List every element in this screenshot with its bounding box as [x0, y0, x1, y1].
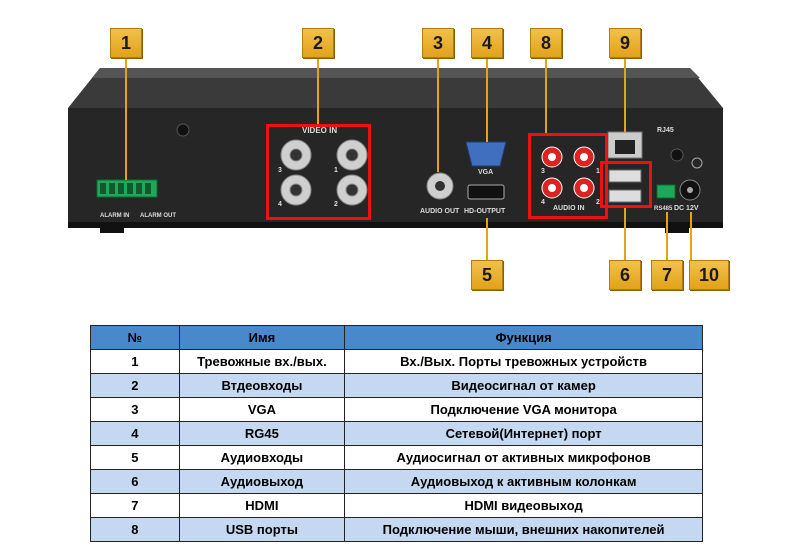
rs485-terminal — [656, 184, 676, 199]
table-row: 6 Аудиовыход Аудиовыход к активным колон… — [90, 469, 703, 494]
table-cell-name: USB порты — [178, 517, 346, 542]
vga-port — [465, 141, 507, 167]
usb-port — [608, 169, 642, 183]
table-cell-name: VGA — [178, 397, 346, 422]
callout-leader — [666, 212, 668, 260]
table-cell-name: Тревожные вх./вых. — [178, 349, 346, 374]
table-cell-number: 5 — [90, 445, 180, 470]
bnc-number-label: 4 — [278, 201, 282, 208]
rca-audio-in-connectors — [541, 146, 595, 199]
table-cell-number: 2 — [90, 373, 180, 398]
table-row: 5 Аудиовходы Аудиосигнал от активных мик… — [90, 445, 703, 470]
callout-badge: 1 — [110, 28, 142, 58]
chassis-top-highlight — [92, 68, 700, 78]
table-cell-name: Аудиовыход — [178, 469, 346, 494]
callout-badge: 4 — [471, 28, 503, 58]
rca-number-label: 4 — [541, 199, 545, 206]
table-cell-number: 3 — [90, 397, 180, 422]
video-in-label: VIDEO IN — [302, 126, 338, 135]
column-header-name: Имя — [178, 325, 346, 350]
rs485-label: RS485 — [654, 206, 673, 212]
callout-badge: 6 — [609, 260, 641, 290]
callout-leader — [486, 218, 488, 260]
dc-power-pin — [687, 187, 693, 193]
ports-spec-table: № Имя Функция 1 Тревожные вх./вых. Вх./В… — [90, 325, 703, 542]
table-cell-name: HDMI — [178, 493, 346, 518]
callout-badge: 10 — [689, 260, 729, 290]
callout-leader — [624, 208, 626, 260]
table-cell-name: Втдеовходы — [178, 373, 346, 398]
column-header-function: Функция — [344, 325, 703, 350]
table-cell-function: HDMI видеовыход — [344, 493, 703, 518]
table-cell-number: 1 — [90, 349, 180, 374]
table-row: 1 Тревожные вх./вых. Вх./Вых. Порты трев… — [90, 349, 703, 374]
callout-leader — [624, 54, 626, 132]
rca-number-label: 3 — [541, 168, 545, 175]
callout-leader — [437, 54, 439, 172]
audio-out-label: AUDIO OUT — [420, 208, 460, 215]
callout-leader — [690, 212, 692, 260]
table-cell-function: Подключение VGA монитора — [344, 397, 703, 422]
callout-leader — [125, 54, 127, 180]
table-header-row: № Имя Функция — [90, 325, 703, 350]
chassis-bottom-edge — [68, 222, 723, 228]
table-cell-function: Аудиосигнал от активных микрофонов — [344, 445, 703, 470]
video-in-highlight — [266, 124, 371, 220]
table-cell-function: Видеосигнал от камер — [344, 373, 703, 398]
chassis-foot — [665, 228, 689, 233]
ground-icon — [691, 157, 703, 169]
bnc-connectors — [280, 139, 368, 206]
table-cell-number: 8 — [90, 517, 180, 542]
callout-leader — [545, 54, 547, 133]
table-cell-function: Вх./Вых. Порты тревожных устройств — [344, 349, 703, 374]
hd-output-label: HD-OUTPUT — [464, 208, 506, 215]
table-cell-number: 4 — [90, 421, 180, 446]
callout-leader — [486, 54, 488, 142]
dc-label: DC 12V — [674, 205, 699, 212]
screw-icon — [670, 148, 684, 162]
table-cell-name: Аудиовходы — [178, 445, 346, 470]
audio-in-label: AUDIO IN — [553, 205, 585, 212]
rj45-label: RJ45 — [657, 127, 674, 134]
bnc-number-label: 1 — [334, 167, 338, 174]
callout-leader — [317, 54, 319, 124]
usb-highlight — [600, 161, 652, 208]
table-row: 8 USB порты Подключение мыши, внешних на… — [90, 517, 703, 542]
callout-badge: 5 — [471, 260, 503, 290]
table-row: 7 HDMI HDMI видеовыход — [90, 493, 703, 518]
callout-badge: 7 — [651, 260, 683, 290]
column-header-number: № — [90, 325, 180, 350]
callout-badge: 2 — [302, 28, 334, 58]
table-cell-number: 7 — [90, 493, 180, 518]
audio-out-pin — [435, 181, 445, 191]
alarm-in-label: ALARM IN — [100, 213, 130, 219]
usb-port — [608, 189, 642, 203]
callout-badge: 8 — [530, 28, 562, 58]
table-cell-function: Аудиовыход к активным колонкам — [344, 469, 703, 494]
table-cell-number: 6 — [90, 469, 180, 494]
table-cell-function: Сетевой(Интернет) порт — [344, 421, 703, 446]
screw-icon — [176, 123, 190, 137]
chassis-foot — [100, 228, 124, 233]
table-row: 2 Втдеовходы Видеосигнал от камер — [90, 373, 703, 398]
bnc-number-label: 2 — [334, 201, 338, 208]
table-cell-function: Подключение мыши, внешних накопителей — [344, 517, 703, 542]
callout-badge: 9 — [609, 28, 641, 58]
alarm-out-label: ALARM OUT — [140, 213, 176, 219]
hdmi-port — [467, 184, 505, 200]
callout-badge: 3 — [422, 28, 454, 58]
vga-label: VGA — [478, 169, 494, 176]
rca-number-label: 1 — [596, 168, 600, 175]
table-row: 4 RG45 Сетевой(Интернет) порт — [90, 421, 703, 446]
rj45-socket — [615, 140, 635, 154]
rca-number-label: 2 — [596, 199, 600, 206]
table-cell-name: RG45 — [178, 421, 346, 446]
audio-in-highlight — [528, 133, 608, 219]
table-row: 3 VGA Подключение VGA монитора — [90, 397, 703, 422]
bnc-number-label: 3 — [278, 167, 282, 174]
alarm-terminal-screws — [100, 183, 151, 194]
dvr-rear-panel-figure: VIDEO IN 3 1 4 2 AUDIO OUT VGA HD-OUTPUT… — [68, 28, 729, 290]
